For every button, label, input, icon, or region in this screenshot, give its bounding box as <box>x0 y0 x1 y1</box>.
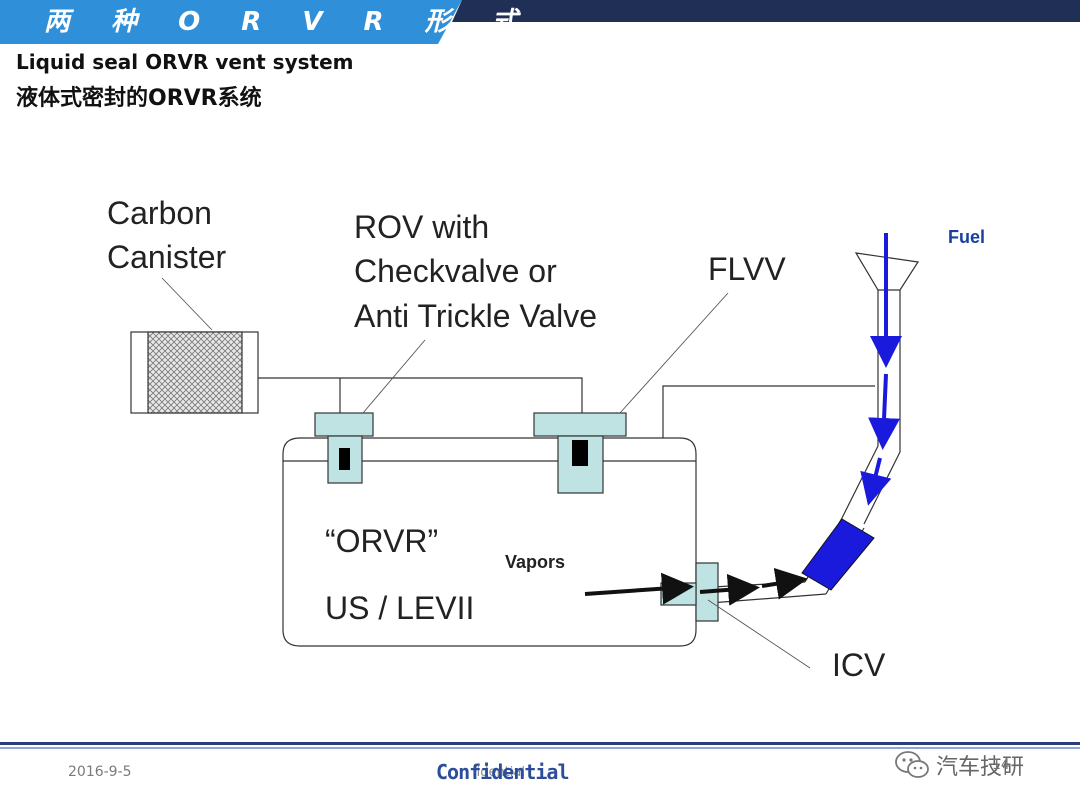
carbon-canister <box>130 331 259 414</box>
flvv-label: FLVV <box>708 251 786 287</box>
fuel-flow-arrows <box>860 233 902 506</box>
canister-label-line1: Carbon <box>107 195 212 231</box>
header-accent <box>0 0 462 44</box>
rov-label-line1: ROV with <box>354 209 489 245</box>
slide-title: 两 种 O R V R 形 式 <box>44 7 534 37</box>
fuel-label: Fuel <box>948 227 985 247</box>
flvv-valve <box>533 412 627 494</box>
footer-confidential: Confidential <box>436 760 569 784</box>
page-number: 14 <box>992 757 1010 773</box>
icv-label: ICV <box>832 647 886 683</box>
header-band <box>0 0 1080 44</box>
header-dark <box>452 0 1080 22</box>
wechat-watermark: 汽车技研 14 <box>894 748 1024 782</box>
footer-confidential-ghost: fidential <box>472 765 525 780</box>
rov-label-line2: Checkvalve or <box>354 253 557 289</box>
leader-lines <box>161 277 811 669</box>
footer-rule-light <box>0 747 1080 749</box>
subtitle-chinese: 液体式密封的ORVR系统 <box>16 86 262 111</box>
rov-valve <box>314 412 374 484</box>
vapors-label: Vapors <box>505 552 565 572</box>
vapor-flow-arrows <box>584 567 808 606</box>
rov-label-line3: Anti Trickle Valve <box>354 298 597 334</box>
us-levii-label: US / LEVII <box>325 590 474 626</box>
wechat-icon <box>895 751 929 778</box>
orvr-label: “ORVR” <box>325 523 438 559</box>
canister-label-line2: Canister <box>107 239 227 275</box>
vent-lines <box>258 377 875 438</box>
watermark-text: 汽车技研 <box>936 755 1025 780</box>
footer-rule-dark <box>0 742 1080 745</box>
subtitle-english: Liquid seal ORVR vent system <box>16 50 354 74</box>
icv-blue-block <box>801 518 875 591</box>
footer-date: 2016-9-5 <box>68 764 132 780</box>
